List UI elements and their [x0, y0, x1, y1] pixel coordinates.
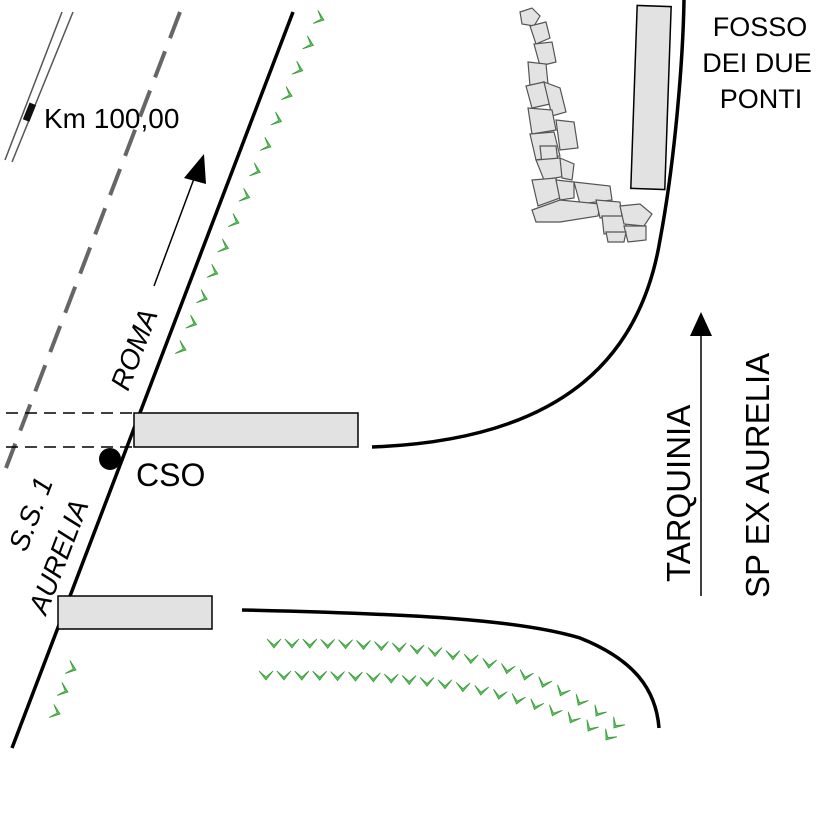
grass-tuft-icon [356, 640, 371, 651]
grass-tuft-icon [366, 672, 381, 683]
grass-tuft-icon [174, 340, 187, 354]
ss1-aurelia-dashed-road [4, 11, 182, 469]
grass-tuft-icon [455, 682, 471, 693]
sp-ex-aurelia-label: SP EX AURELIA [739, 353, 776, 598]
filled-circle-icon [99, 448, 121, 470]
grass-tuft-icon [270, 111, 283, 126]
grass-tuft-icon [281, 86, 293, 101]
grass-tuft-icon [259, 137, 272, 151]
grass-tuft-icon [302, 638, 318, 649]
grass-tuft-icon [206, 263, 219, 278]
railway-double-line [4, 11, 74, 163]
roma-label: ROMA [105, 305, 164, 395]
grass-tuft-icon [474, 685, 490, 696]
bridge-fosso [630, 4, 672, 191]
grass-tuft-icon [374, 641, 389, 652]
rock-riprap [519, 7, 653, 243]
grass-tuft-icon [437, 679, 453, 690]
arrow-icon-tarquinia [690, 312, 712, 596]
fosso-label-line1: FOSSO [713, 12, 808, 42]
grass-tuft-icon [575, 693, 589, 706]
grass-tuft-icon [530, 698, 545, 711]
grass-tuft-icon [401, 675, 417, 686]
grass-tuft-icon [586, 719, 599, 732]
grass-tuft-icon [48, 704, 61, 718]
grass-tuft-icon [228, 213, 240, 227]
fosso-label-line3: PONTI [720, 84, 803, 114]
cso-label: CSO [136, 457, 205, 493]
vegetation-group [48, 10, 626, 741]
grass-tuft-icon [391, 642, 407, 653]
grass-tuft-icon [276, 670, 292, 681]
grass-tuft-icon [302, 35, 314, 50]
grass-tuft-icon [493, 688, 508, 700]
grass-tuft-icon [383, 673, 399, 684]
grass-tuft-icon [249, 162, 261, 177]
km-marker-icon [22, 102, 37, 122]
grass-tuft-icon [501, 663, 516, 675]
km-label: Km 100,00 [44, 103, 179, 134]
bridge-upper [133, 412, 359, 448]
grass-tuft-icon [348, 671, 363, 682]
grass-tuft-icon [594, 704, 607, 717]
grass-tuft-icon [217, 238, 230, 253]
stream-bank-lower [241, 608, 661, 729]
grass-tuft-icon [284, 638, 300, 649]
grass-tuft-icon [320, 639, 335, 649]
tarquinia-label: TARQUINIA [660, 405, 697, 582]
grass-tuft-icon [549, 704, 563, 717]
grass-tuft-icon [330, 671, 345, 682]
stream-bank-upper [371, 0, 686, 449]
grass-tuft-icon [567, 711, 581, 724]
grass-tuft-icon [463, 653, 479, 665]
grass-tuft-icon [605, 728, 618, 741]
grass-tuft-icon [557, 684, 571, 697]
grass-tuft-icon [427, 647, 443, 658]
grass-tuft-icon [511, 693, 526, 705]
crossing-dashed-lines [6, 412, 138, 448]
fosso-label-line2: DEI DUE [702, 48, 812, 78]
grass-tuft-icon [419, 677, 435, 688]
grass-tuft-icon [266, 638, 282, 649]
grass-tuft-icon [538, 676, 553, 688]
grass-tuft-icon [185, 314, 198, 329]
grass-tuft-icon [56, 682, 69, 696]
grass-tuft-icon [258, 670, 274, 681]
arrow-icon-roma [153, 154, 206, 287]
grass-tuft-icon [291, 60, 304, 75]
grass-tuft-icon [238, 187, 251, 202]
grass-tuft-icon [482, 658, 498, 669]
grass-tuft-icon [338, 639, 353, 650]
grass-tuft-icon [196, 289, 208, 304]
grass-tuft-icon [445, 650, 461, 661]
grass-tuft-icon [519, 669, 534, 681]
bridge-lower [57, 595, 213, 630]
grass-tuft-icon [64, 660, 77, 674]
grass-tuft-icon [294, 670, 310, 681]
grass-tuft-icon [409, 644, 425, 655]
grass-tuft-icon [312, 670, 327, 681]
grass-tuft-icon [312, 10, 325, 24]
grass-tuft-icon [613, 716, 626, 729]
